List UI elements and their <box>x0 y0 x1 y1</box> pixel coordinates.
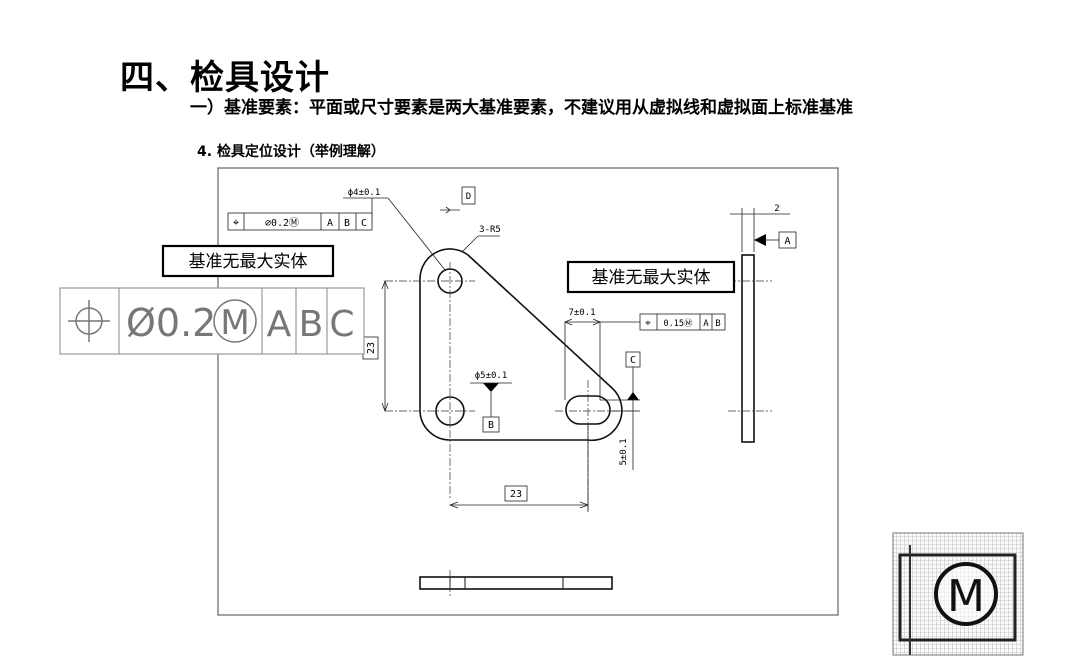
dimension-hole-bottom: ϕ5±0.1 <box>475 371 508 381</box>
svg-text:B: B <box>299 304 324 345</box>
svg-text:⌖: ⌖ <box>645 318 651 329</box>
datum-a: A <box>784 236 790 247</box>
drawing-frame <box>217 167 839 616</box>
svg-text:M: M <box>947 571 985 622</box>
position-icon <box>68 300 110 342</box>
svg-text:⌖: ⌖ <box>233 216 239 229</box>
section-heading: 4. 检具定位设计（举例理解） <box>197 144 385 160</box>
svg-text:Ø0.2: Ø0.2 <box>126 301 216 345</box>
svg-text:基准无最大实体: 基准无最大实体 <box>592 268 711 288</box>
dimension-slot-offset-value: 5±0.1 <box>619 438 629 465</box>
dimension-hole-top: ϕ4±0.1 <box>348 188 381 198</box>
part-bottom-view <box>419 570 613 596</box>
page-subtitle: 一）基准要素：平面或尺寸要素是两大基准要素，不建议用从虚拟线和虚拟面上标准基准 <box>190 98 853 118</box>
svg-text:A: A <box>703 319 709 329</box>
callout-right: 基准无最大实体 <box>566 260 736 294</box>
fcf-right: ⌖ 0.15Ⓜ A B <box>639 313 726 331</box>
dimension-horizontal-box <box>504 485 528 502</box>
fcf-small: ⌖ ⌀0.2Ⓜ A B C <box>227 212 373 231</box>
dimension-slot <box>563 318 640 400</box>
svg-text:A: A <box>327 218 333 229</box>
svg-text:D: D <box>466 192 471 202</box>
svg-text:M: M <box>220 303 249 343</box>
dimension-slot-value: 7±0.1 <box>568 308 595 318</box>
inset-m-symbol: M <box>892 532 1024 656</box>
dimension-slot-offset <box>612 400 640 470</box>
dimension-vertical-value: 23 <box>366 342 377 354</box>
datum-b: B <box>470 382 512 433</box>
svg-text:B: B <box>488 420 494 431</box>
svg-text:B: B <box>715 319 720 329</box>
dimension-vertical <box>381 279 389 413</box>
leader-radius <box>461 235 500 253</box>
svg-text:B: B <box>344 218 350 229</box>
svg-text:A: A <box>267 304 292 345</box>
fcf-large: Ø0.2 M A B C <box>59 287 365 355</box>
datum-c: C <box>600 351 641 401</box>
dimension-horizontal <box>448 424 590 512</box>
dimension-radius: 3-R5 <box>479 225 501 235</box>
svg-text:C: C <box>630 355 636 366</box>
hole-bottom <box>435 396 465 426</box>
box-d: D <box>440 186 476 214</box>
dimension-thickness: 2 <box>774 204 779 214</box>
part-side-view: 2 A <box>728 204 797 443</box>
svg-text:C: C <box>361 218 367 229</box>
dimension-horizontal-value: 23 <box>510 489 522 500</box>
svg-text:C: C <box>329 304 354 345</box>
svg-text:0.15Ⓜ: 0.15Ⓜ <box>664 319 693 329</box>
page-title: 四、检具设计 <box>120 58 330 98</box>
callout-left: 基准无最大实体 <box>161 244 335 278</box>
svg-text:基准无最大实体: 基准无最大实体 <box>189 252 308 272</box>
svg-text:⌀0.2Ⓜ: ⌀0.2Ⓜ <box>265 217 299 229</box>
part-plate <box>419 248 623 442</box>
